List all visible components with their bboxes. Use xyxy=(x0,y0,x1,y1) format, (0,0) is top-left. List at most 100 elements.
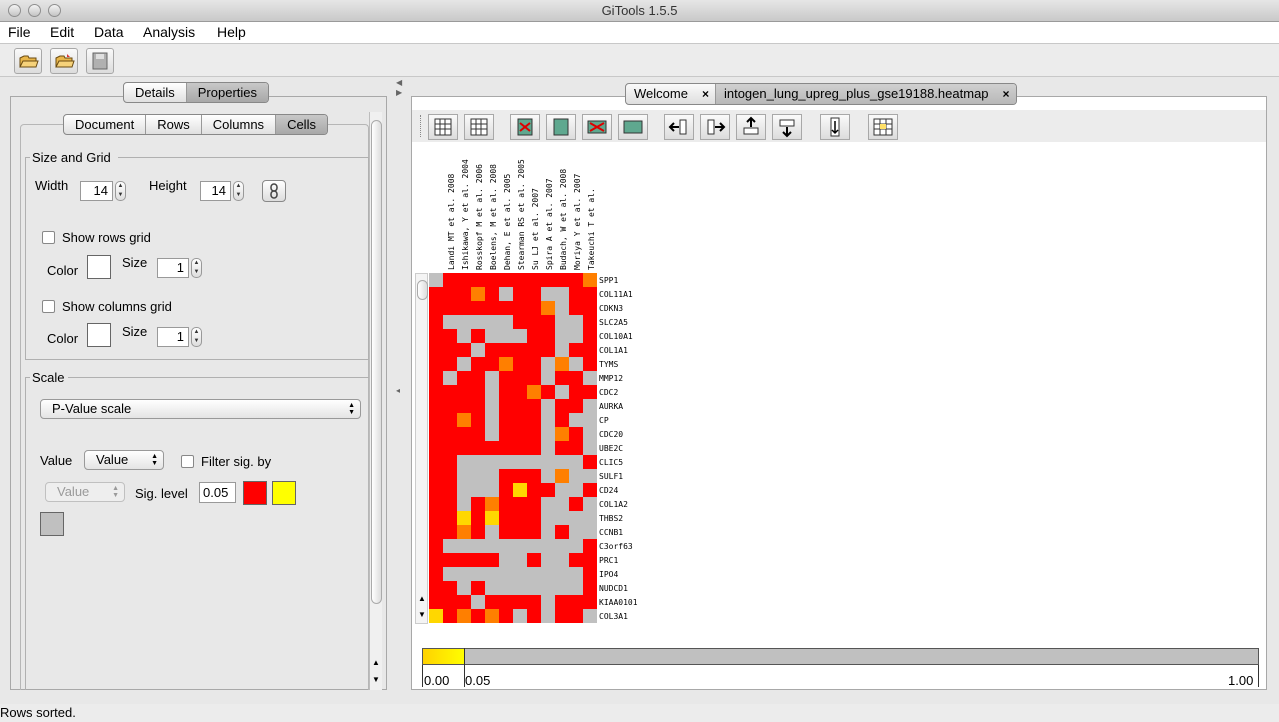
columns-grid-color-swatch[interactable] xyxy=(87,323,111,347)
scrollbar-thumb[interactable] xyxy=(417,280,428,300)
row-label[interactable]: CP xyxy=(599,416,609,425)
heatmap-cell[interactable] xyxy=(541,329,555,343)
heatmap-cell[interactable] xyxy=(583,315,597,329)
row-label[interactable]: COL10A1 xyxy=(599,332,633,341)
heatmap-cell[interactable] xyxy=(541,399,555,413)
heatmap-cell[interactable] xyxy=(471,427,485,441)
properties-scrollbar[interactable]: ▲ ▼ xyxy=(369,112,382,690)
heatmap-cell[interactable] xyxy=(513,525,527,539)
heatmap-cell[interactable] xyxy=(429,581,443,595)
heatmap-cell[interactable] xyxy=(541,455,555,469)
heatmap-cell[interactable] xyxy=(583,287,597,301)
heatmap-cell[interactable] xyxy=(527,595,541,609)
heatmap-cell[interactable] xyxy=(569,511,583,525)
heatmap-cell[interactable] xyxy=(499,511,513,525)
heatmap-cell[interactable] xyxy=(583,595,597,609)
heatmap-cell[interactable] xyxy=(583,469,597,483)
heatmap-cell[interactable] xyxy=(569,497,583,511)
height-spinner[interactable]: 14 ▲▼ xyxy=(200,181,244,201)
nonsig-color-swatch[interactable] xyxy=(40,512,64,536)
heatmap-cell[interactable] xyxy=(499,595,513,609)
heatmap-cell[interactable] xyxy=(541,343,555,357)
column-label[interactable]: Ishikawa, Y et al. 2004 xyxy=(461,159,470,270)
spinner-arrows-icon[interactable]: ▲▼ xyxy=(115,181,126,201)
heatmap-cell[interactable] xyxy=(527,539,541,553)
heatmap-cell[interactable] xyxy=(429,511,443,525)
heatmap-cell[interactable] xyxy=(555,385,569,399)
row-label[interactable]: SLC2A5 xyxy=(599,318,628,327)
heatmap-cell[interactable] xyxy=(499,553,513,567)
heatmap-cell[interactable] xyxy=(429,595,443,609)
heatmap-cell[interactable] xyxy=(457,315,471,329)
tab-details[interactable]: Details xyxy=(124,83,187,102)
heatmap-cell[interactable] xyxy=(541,301,555,315)
heatmap-cell[interactable] xyxy=(429,525,443,539)
heatmap-cell[interactable] xyxy=(429,273,443,287)
heatmap-cell[interactable] xyxy=(457,511,471,525)
heatmap-cell[interactable] xyxy=(569,455,583,469)
heatmap-cell[interactable] xyxy=(457,553,471,567)
move-right-icon[interactable] xyxy=(700,114,730,140)
scroll-down-icon[interactable]: ▼ xyxy=(372,675,380,684)
heatmap-cell[interactable] xyxy=(541,287,555,301)
heatmap-cell[interactable] xyxy=(569,357,583,371)
heatmap-cell[interactable] xyxy=(513,413,527,427)
heatmap-cell[interactable] xyxy=(555,455,569,469)
row-label[interactable]: SULF1 xyxy=(599,472,624,481)
heatmap-cell[interactable] xyxy=(443,385,457,399)
row-label[interactable]: UBE2C xyxy=(599,444,624,453)
column-label[interactable]: Su LJ et al. 2007 xyxy=(531,188,540,270)
heatmap-cell[interactable] xyxy=(443,595,457,609)
heatmap-cell[interactable] xyxy=(583,371,597,385)
row-label[interactable]: CD24 xyxy=(599,486,619,495)
heatmap-cell[interactable] xyxy=(499,413,513,427)
heatmap-cell[interactable] xyxy=(429,315,443,329)
heatmap-cell[interactable] xyxy=(513,287,527,301)
heatmap-cell[interactable] xyxy=(527,413,541,427)
heatmap-cell[interactable] xyxy=(513,441,527,455)
row-label[interactable]: COL1A1 xyxy=(599,346,628,355)
heatmap-cell[interactable] xyxy=(457,287,471,301)
heatmap-cell[interactable] xyxy=(555,567,569,581)
heatmap-cell[interactable] xyxy=(485,329,499,343)
heatmap-cell[interactable] xyxy=(583,357,597,371)
heatmap-cell[interactable] xyxy=(443,483,457,497)
row-label[interactable]: PRC1 xyxy=(599,556,619,565)
heatmap-cell[interactable] xyxy=(583,455,597,469)
heatmap-cell[interactable] xyxy=(471,609,485,623)
heatmap-cell[interactable] xyxy=(583,581,597,595)
heatmap-cell[interactable] xyxy=(485,399,499,413)
heatmap-cell[interactable] xyxy=(569,273,583,287)
heatmap-cell[interactable] xyxy=(569,581,583,595)
heatmap-cell[interactable] xyxy=(513,483,527,497)
min-color-swatch[interactable] xyxy=(243,481,267,505)
heatmap-cell[interactable] xyxy=(527,441,541,455)
heatmap-cell[interactable] xyxy=(443,469,457,483)
heatmap-cell[interactable] xyxy=(527,511,541,525)
collapse-left-icon[interactable]: ◀ xyxy=(396,78,403,87)
scale-type-select[interactable]: P-Value scale ▲▼ xyxy=(40,399,361,419)
heatmap-cell[interactable] xyxy=(485,511,499,525)
heatmap-cell[interactable] xyxy=(555,525,569,539)
heatmap-cell[interactable] xyxy=(485,371,499,385)
heatmap-cell[interactable] xyxy=(555,399,569,413)
row-label[interactable]: SPP1 xyxy=(599,276,619,285)
heatmap-cell[interactable] xyxy=(555,595,569,609)
row-label[interactable]: TYMS xyxy=(599,360,619,369)
heatmap-cell[interactable] xyxy=(513,553,527,567)
heatmap-cell[interactable] xyxy=(527,553,541,567)
row-label[interactable]: CLIC5 xyxy=(599,458,624,467)
heatmap-cell[interactable] xyxy=(541,427,555,441)
heatmap-cell[interactable] xyxy=(541,357,555,371)
heatmap-cell[interactable] xyxy=(485,385,499,399)
heatmap-cell[interactable] xyxy=(583,609,597,623)
heatmap-cell[interactable] xyxy=(583,385,597,399)
heatmap-cell[interactable] xyxy=(513,357,527,371)
close-tab-icon[interactable]: × xyxy=(1002,87,1010,101)
heatmap-cell[interactable] xyxy=(527,357,541,371)
heatmap-cell[interactable] xyxy=(429,609,443,623)
heatmap-cell[interactable] xyxy=(471,413,485,427)
heatmap-cell[interactable] xyxy=(499,581,513,595)
heatmap-cell[interactable] xyxy=(429,455,443,469)
heatmap-cell[interactable] xyxy=(527,287,541,301)
